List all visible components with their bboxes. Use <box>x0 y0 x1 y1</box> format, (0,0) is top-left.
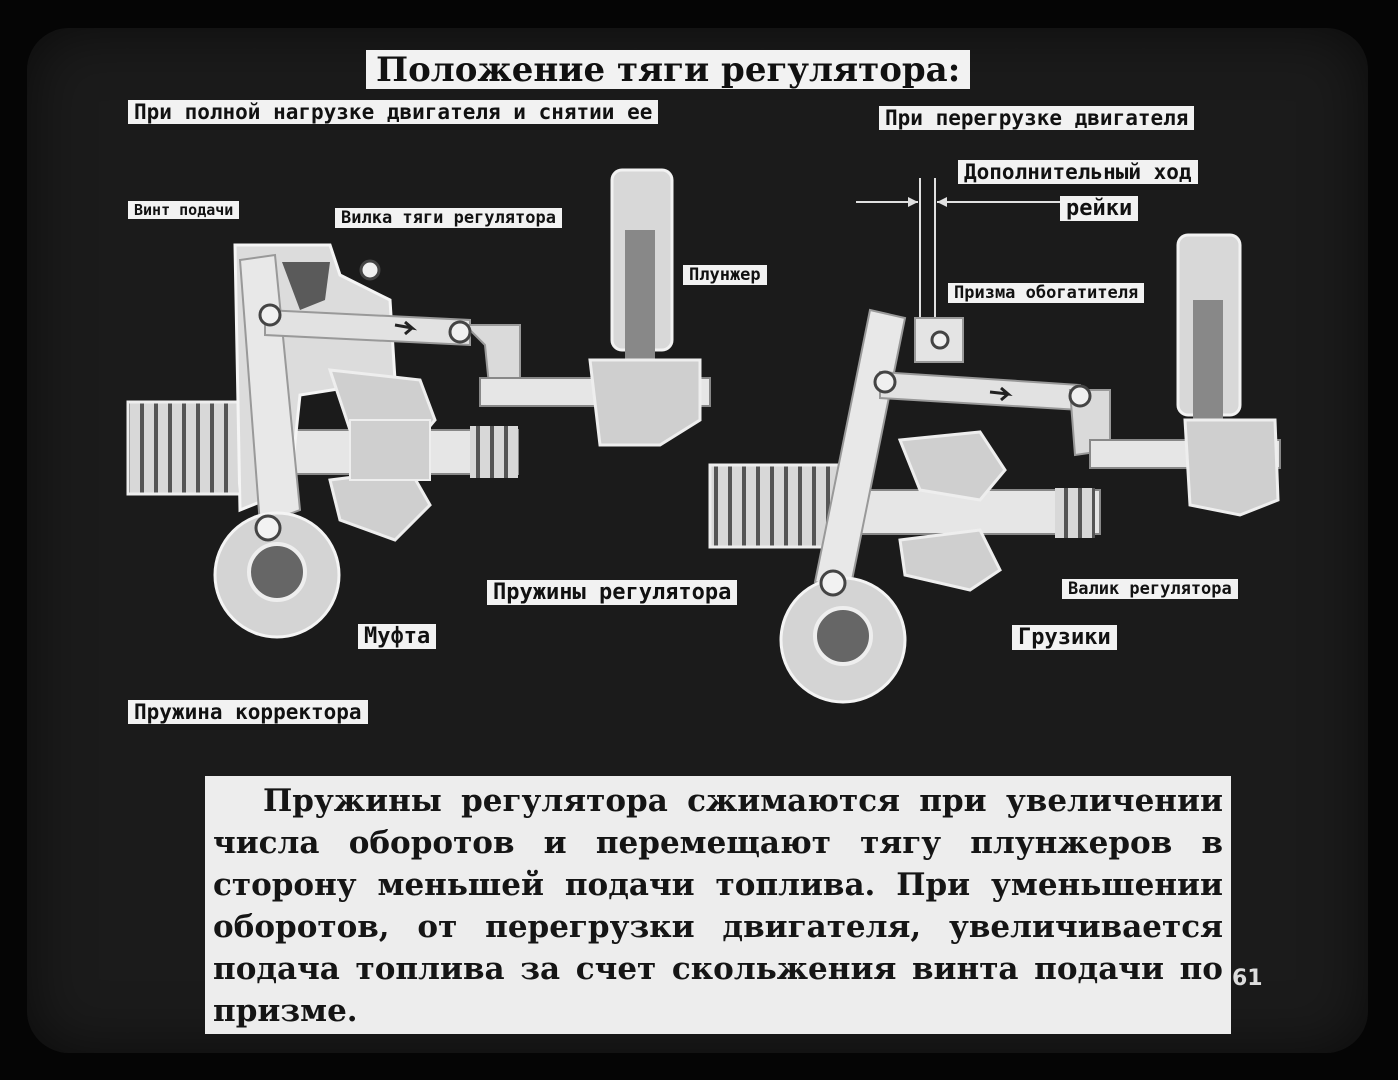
label-dop-hod-line2: рейки <box>1060 196 1139 221</box>
left-mechanism <box>126 168 711 639</box>
label-valik-regulyatora: Валик регулятора <box>1062 579 1238 599</box>
label-prizma-obogatitelya: Призма обогатителя <box>948 283 1145 303</box>
label-gruziki: Грузики <box>1012 625 1117 650</box>
page-number: 61 <box>1232 966 1263 991</box>
slide-title: Положение тяги регулятора: <box>366 50 971 89</box>
label-pruzhiny-regulyatora: Пружины регулятора <box>487 580 738 605</box>
label-pruzhina-korrektora: Пружина корректора <box>128 700 368 724</box>
right-weight-upper <box>897 430 1007 502</box>
right-section-heading: При перегрузке двигателя <box>879 106 1195 130</box>
label-vint-podachi: Винт подачи <box>128 201 240 219</box>
left-section-heading: При полной нагрузке двигателя и снятии е… <box>128 100 659 124</box>
label-mufta: Муфта <box>358 624 437 649</box>
right-weight-lower <box>898 528 1002 592</box>
label-dop-hod-line1: Дополнительный ход <box>958 160 1198 184</box>
caption-text: Пружины регулятора сжимаются при увеличе… <box>205 776 1231 1034</box>
label-vilka-tyagi: Вилка тяги регулятора <box>335 208 562 228</box>
label-plunzher: Плунжер <box>683 265 767 285</box>
right-mechanism <box>708 178 1281 704</box>
